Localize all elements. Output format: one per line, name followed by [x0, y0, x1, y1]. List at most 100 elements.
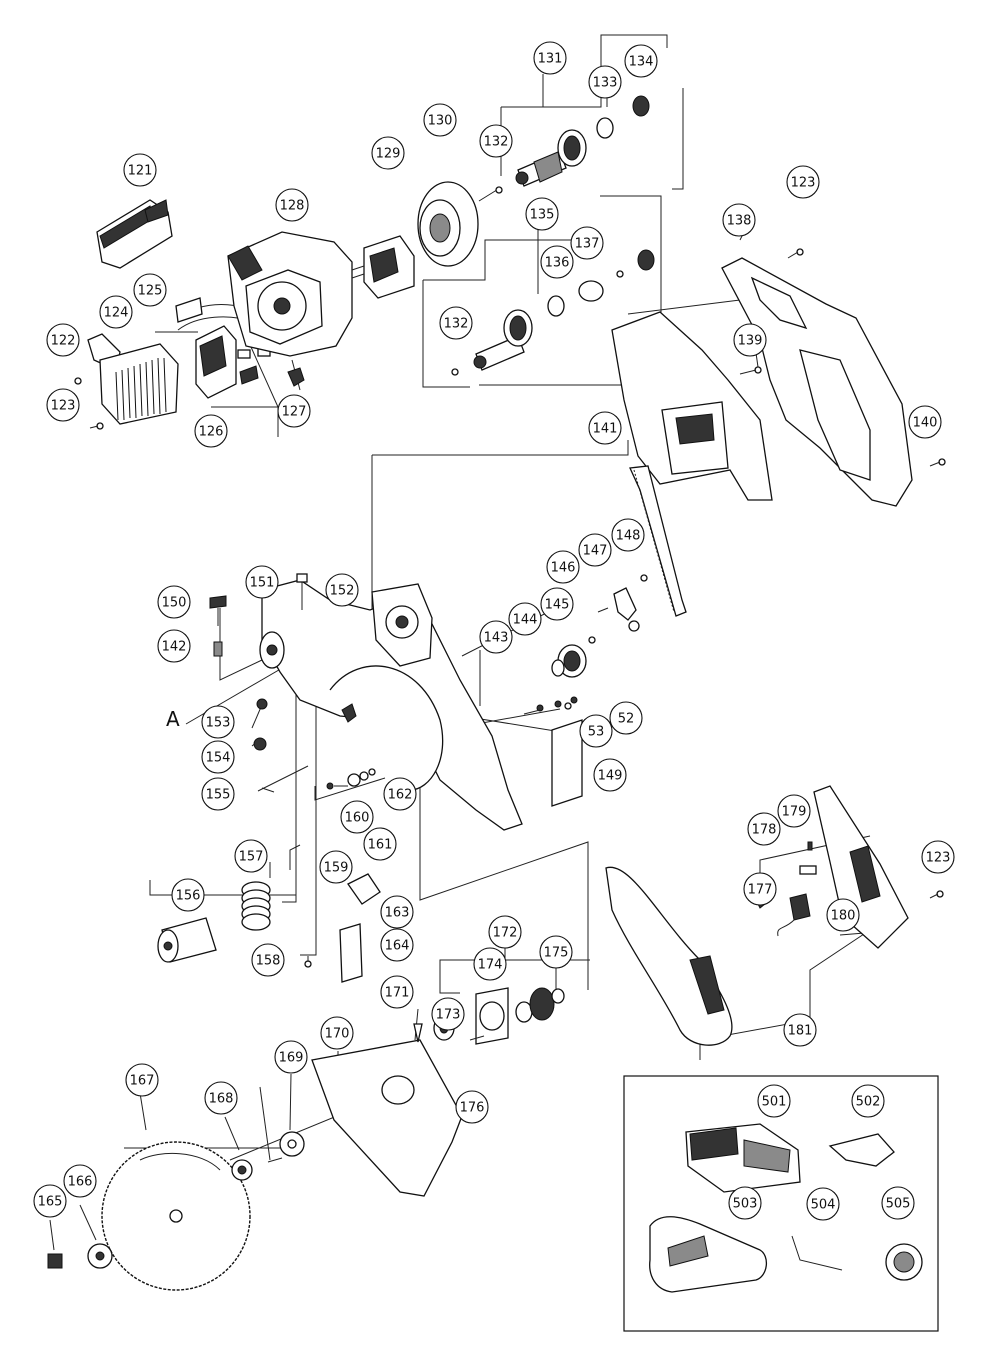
callout-shaft: 155: [201, 777, 235, 811]
callout-charger: 501: [757, 1084, 791, 1118]
callout-circle: [783, 1013, 817, 1047]
callout-number: 141: [593, 422, 618, 437]
callout-spring-holder: 156: [171, 878, 205, 912]
callout-number: 140: [913, 416, 938, 431]
callout-number: 165: [38, 1195, 63, 1210]
callout-circle: [579, 714, 613, 748]
callout-number: 161: [368, 838, 393, 853]
callout-number: 143: [484, 631, 509, 646]
callout-circle: [204, 1081, 238, 1115]
callout-bearing: 133: [588, 65, 622, 99]
callout-circle: [570, 226, 604, 260]
callout-screw-153: 153: [201, 705, 235, 739]
callout-circle: [423, 103, 457, 137]
callout-number: 180: [831, 909, 856, 924]
callout-circle: [546, 550, 580, 584]
callout-cover: 502: [851, 1084, 885, 1118]
callout-circle: [380, 895, 414, 929]
handle-shape: [605, 785, 909, 1046]
callout-screw: 139: [733, 323, 767, 357]
callout-number: 172: [493, 926, 518, 941]
callout-number: 170: [325, 1027, 350, 1042]
callout-hex-wrench: 504: [806, 1187, 840, 1221]
callout-circle: [539, 935, 573, 969]
callout-circle: [588, 411, 622, 445]
callout-number: 160: [345, 811, 370, 826]
callout-circle: [319, 850, 353, 884]
callout-ring: 137: [570, 226, 604, 260]
callout-number: 168: [209, 1092, 234, 1107]
callout-number: 132: [484, 135, 509, 150]
callout-circle: [908, 405, 942, 439]
callout-number: 176: [460, 1101, 485, 1116]
callout-tapping-screw: 123: [46, 388, 80, 422]
callout-bearing-cap: 134: [624, 44, 658, 78]
callout-number: 156: [176, 889, 201, 904]
callout-switch-wire: 180: [826, 898, 860, 932]
callout-circle: [455, 1090, 489, 1124]
callout-set-screw-158: 158: [251, 943, 285, 977]
cover-502-shape: [828, 1133, 895, 1167]
callout-washer-screw: 145: [540, 587, 574, 621]
callout-circle: [921, 840, 955, 874]
callout-bolt-154: 154: [201, 740, 235, 774]
callout-circle: [274, 1040, 308, 1074]
callout-number: 164: [385, 939, 410, 954]
callout-number: 123: [926, 851, 951, 866]
callout-circle: [488, 915, 522, 949]
callout-circle: [383, 777, 417, 811]
callout-circle: [63, 1164, 97, 1198]
callout-tapping-screw: 123: [786, 165, 820, 199]
callout-washer-161: 161: [363, 827, 397, 861]
callout-bushing: 160: [340, 800, 374, 834]
callout-circle: [171, 878, 205, 912]
controller-shape: [175, 297, 271, 399]
callout-number: 132: [444, 317, 469, 332]
callout-circle: [340, 800, 374, 834]
callout-number: 131: [538, 52, 563, 67]
callout-number: 123: [791, 176, 816, 191]
callout-number: 167: [130, 1074, 155, 1089]
callout-pin: 143: [479, 620, 513, 654]
callout-number: 149: [598, 769, 623, 784]
callout-circle: [851, 1084, 885, 1118]
callout-spindle-assy: 172: [488, 915, 522, 949]
callout-circle: [157, 585, 191, 619]
callout-washer-169: 169: [274, 1040, 308, 1074]
callout-clip: 171: [380, 975, 414, 1009]
callout-terminals: 125: [133, 273, 167, 307]
callout-circle: [33, 1184, 67, 1218]
callout-handle-cover: 138: [722, 203, 756, 237]
callout-hex-bolt: 151: [245, 565, 279, 599]
callout-bolt: 148: [611, 518, 645, 552]
callout-circle: [123, 153, 157, 187]
callout-wiring-clip: 127: [277, 394, 311, 428]
callout-number: 154: [206, 751, 231, 766]
callout-circle: [533, 41, 567, 75]
callout-number: 142: [162, 640, 187, 655]
callout-bearing-holder: 174: [473, 947, 507, 981]
callout-number: 504: [811, 1198, 836, 1213]
callout-lock-button: 178: [747, 812, 781, 846]
callout-torsion-spring: 157: [234, 839, 268, 873]
callout-circle: [806, 1187, 840, 1221]
callout-number: 148: [616, 529, 641, 544]
callout-bolt-165: 165: [33, 1184, 67, 1218]
belt-cover-plate-shape: [551, 719, 583, 807]
callout-number: 128: [280, 199, 305, 214]
callout-circle: [251, 943, 285, 977]
hex-wrench-shape: [791, 1235, 843, 1271]
callout-circle: [777, 794, 811, 828]
armature-upper-shape: [495, 95, 650, 194]
clip-171-shape: [413, 1023, 423, 1043]
callout-circle: [133, 273, 167, 307]
callout-washer-168: 168: [204, 1081, 238, 1115]
callout-circle: [201, 705, 235, 739]
callout-number: 146: [551, 561, 576, 576]
spring-holder-shape: [157, 917, 217, 963]
callout-number: 145: [545, 598, 570, 613]
lever-shape: [613, 587, 637, 621]
callout-lower-guard: 170: [320, 1016, 354, 1050]
callout-armature-upper: 131: [533, 41, 567, 75]
callout-bearing-lower: 136: [540, 245, 574, 279]
